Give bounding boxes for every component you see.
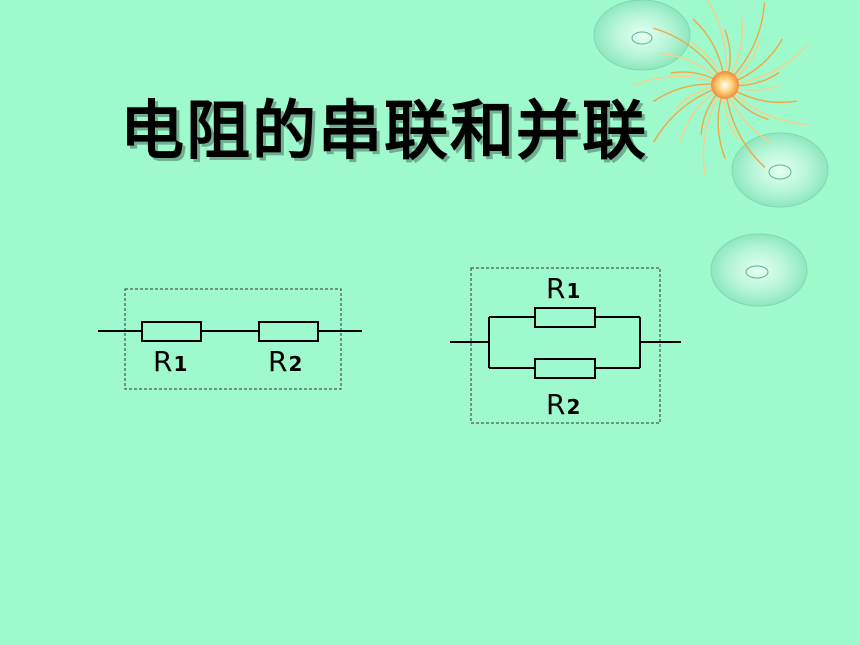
parallel-resistor-r1 (534, 307, 596, 328)
series-dashed-box (124, 288, 342, 390)
series-circuit: R1 R2 (98, 288, 362, 390)
parallel-dashed-box (470, 267, 661, 424)
series-label-r2: R2 (268, 345, 302, 378)
series-resistor-r1 (141, 321, 202, 342)
flower-center-icon (711, 71, 739, 99)
parallel-circuit: R1 R2 (450, 267, 681, 424)
parallel-label-r1: R1 (546, 272, 580, 305)
parallel-resistor-r2 (534, 358, 596, 379)
bubble-icon (731, 132, 829, 208)
bubble-icon (710, 233, 808, 307)
slide-title: 电阻的串联和并联 (120, 95, 648, 169)
bubble-icon (593, 0, 691, 71)
series-resistor-r2 (258, 321, 319, 342)
series-label-r1: R1 (153, 345, 187, 378)
parallel-label-r2: R2 (546, 388, 580, 421)
decorative-flower-graphic (593, 0, 829, 307)
